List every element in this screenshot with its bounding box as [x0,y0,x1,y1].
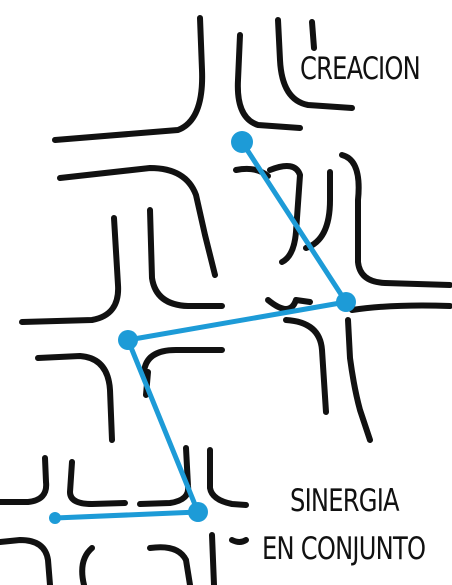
junction-top-left [55,18,300,275]
junction-middle-right [268,300,450,440]
network-node [118,330,138,350]
network-node [188,502,208,522]
network-node [49,512,61,524]
network-path [55,142,346,518]
junction-bottom-left [0,458,125,585]
network-node [336,292,356,312]
label-creacion: CREACION [300,50,420,88]
network-node [231,131,253,153]
label-sinergia: SINERGIA [290,482,399,520]
label-en-conjunto: EN CONJUNTO [262,530,425,568]
junction-middle-left [22,210,222,440]
